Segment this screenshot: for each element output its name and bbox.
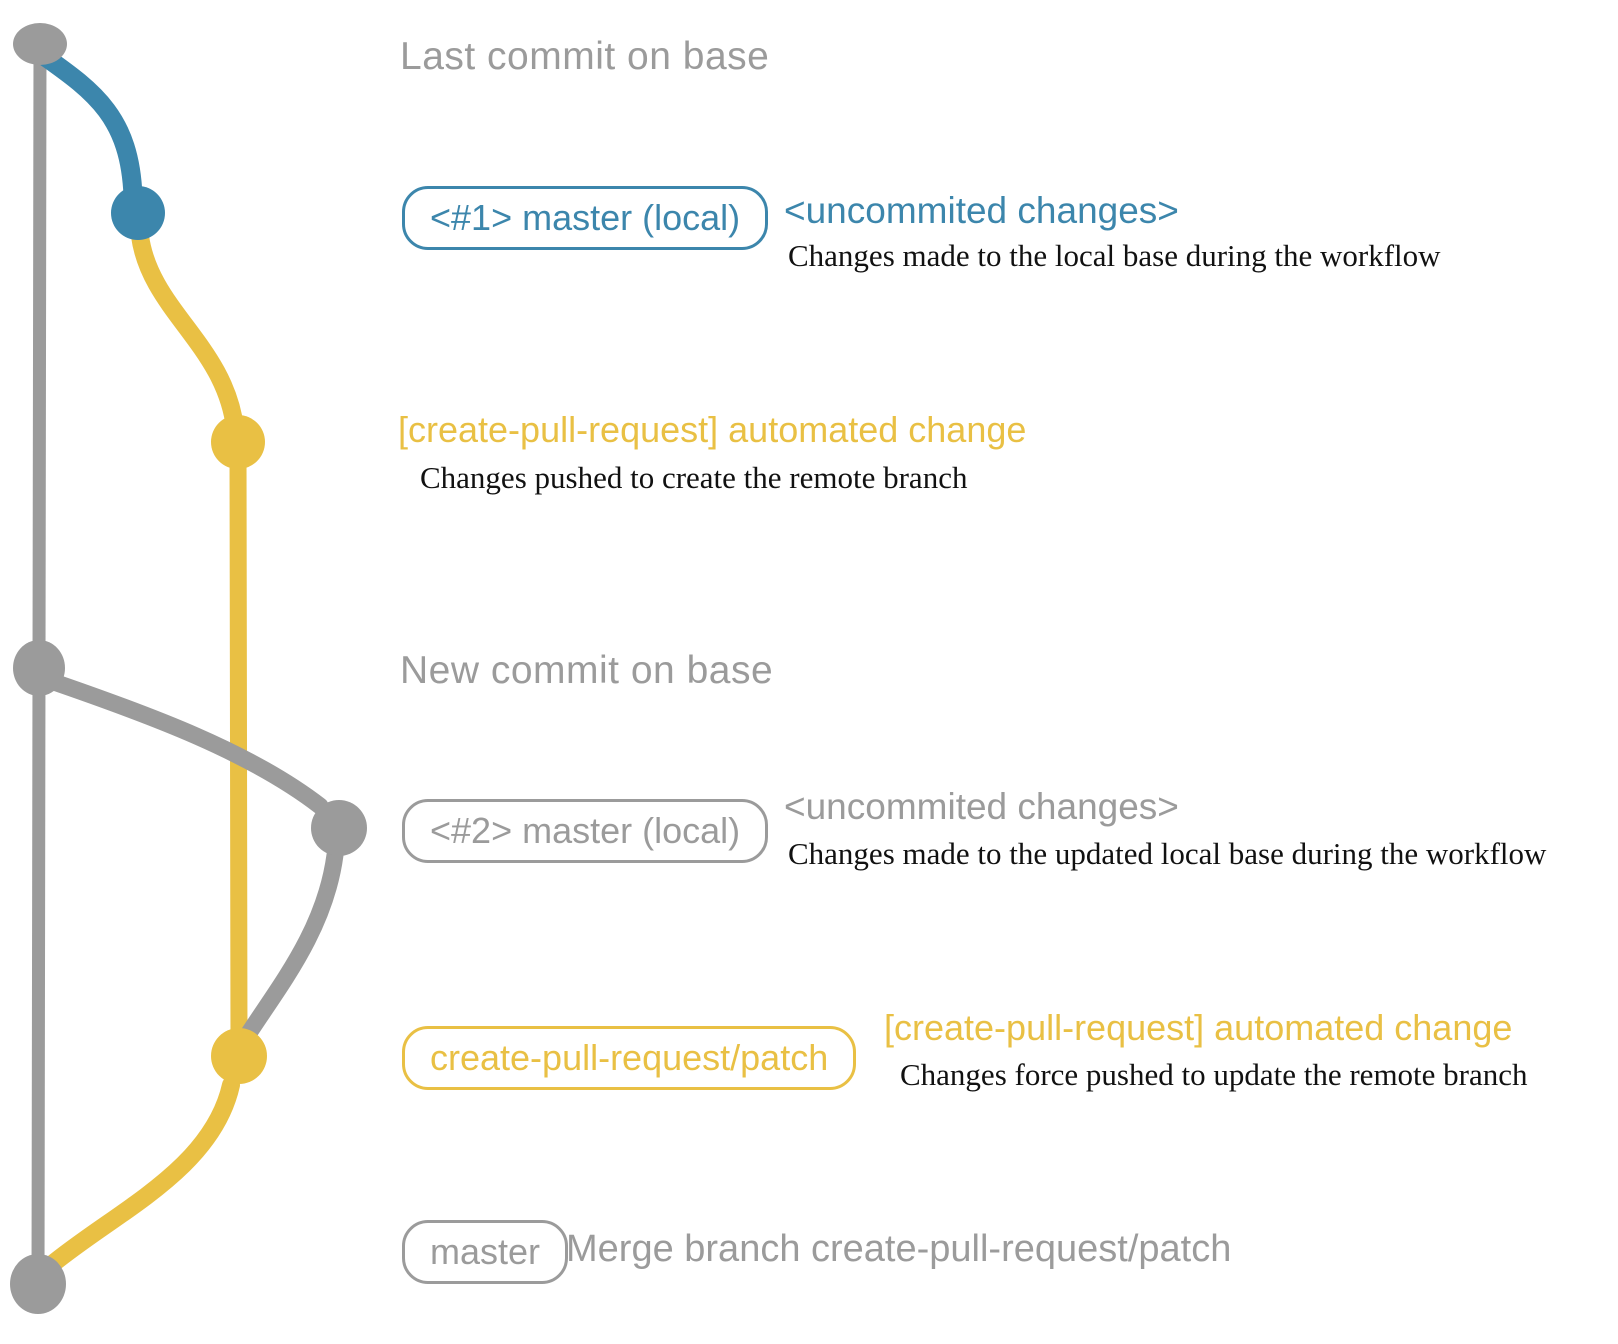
commit-node-last-base (13, 23, 67, 65)
force-push-commit-label: [create-pull-request] automated change (884, 1007, 1513, 1048)
commit-node-pr-2 (211, 1028, 267, 1084)
last-commit-label: Last commit on base (400, 35, 770, 78)
local1-side-label: <uncommited changes> (784, 190, 1179, 231)
local2-description: Changes made to the updated local base d… (788, 836, 1547, 871)
new-commit-label: New commit on base (400, 649, 774, 692)
local2-side-label: <uncommited changes> (784, 786, 1179, 827)
push1-description: Changes pushed to create the remote bran… (420, 460, 968, 495)
commit-node-local-1 (111, 186, 165, 240)
local1-branch-badge: <#1> master (local) (402, 186, 769, 250)
local-changes-branch-line (34, 46, 143, 206)
force-push-description: Changes force pushed to update the remot… (900, 1057, 1528, 1092)
push1-commit-label: [create-pull-request] automated change (398, 409, 1027, 450)
pr-merge-branch-line (41, 1076, 240, 1275)
commit-node-merge (10, 1254, 66, 1314)
commit-node-pr-1 (211, 415, 265, 469)
merge-commit-label: Merge branch create-pull-request/patch (566, 1228, 1232, 1270)
local2-to-pr-branch-line (238, 846, 344, 1045)
master-branch-badge: master (402, 1220, 569, 1284)
commit-node-local-2 (311, 800, 367, 856)
local1-description: Changes made to the local base during th… (788, 238, 1441, 273)
commit-node-new-base (13, 640, 65, 696)
base-to-local2-branch-line (39, 671, 329, 815)
local2-branch-badge: <#2> master (local) (402, 799, 769, 863)
pr-branch-badge: create-pull-request/patch (402, 1026, 857, 1090)
pr-branch-line (131, 227, 244, 437)
